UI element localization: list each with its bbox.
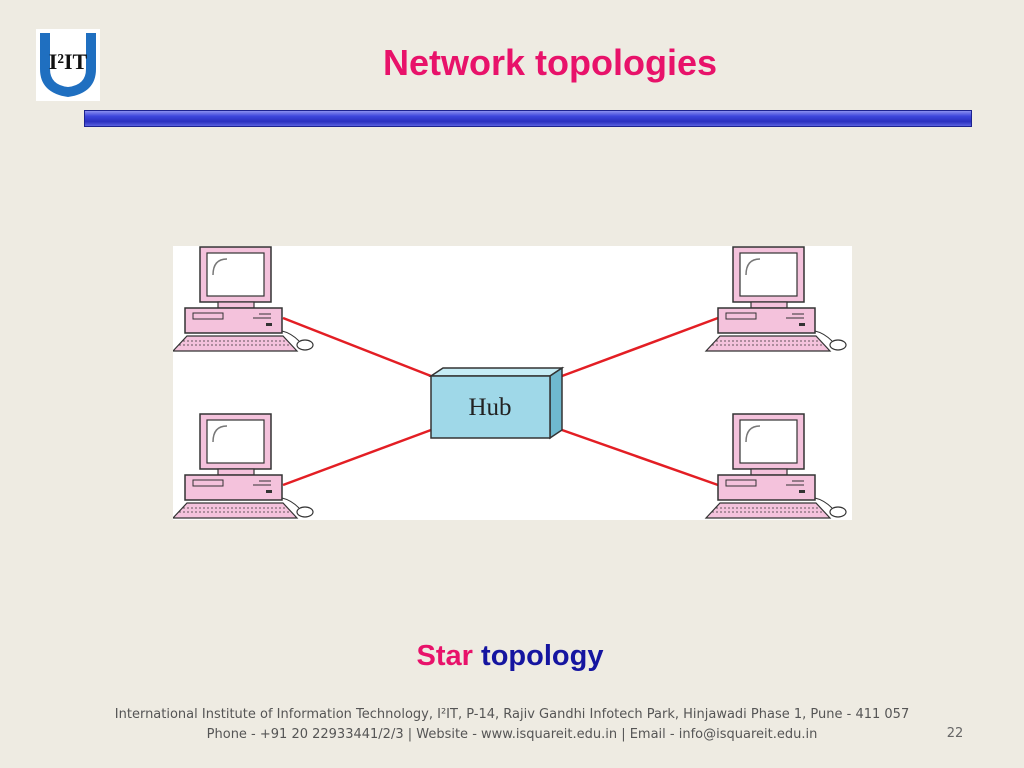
link-top-left <box>282 316 432 378</box>
hub-label: Hub <box>468 394 511 421</box>
link-bottom-right <box>561 428 719 487</box>
diagram-caption: Star topology <box>300 640 720 673</box>
computer-top-right <box>705 246 847 352</box>
link-bottom-left <box>282 428 432 487</box>
hub-device: Hub <box>428 366 565 440</box>
caption-topology: topology <box>481 640 604 672</box>
title-divider-bar <box>84 110 972 127</box>
footer-address: International Institute of Information T… <box>114 707 910 722</box>
slide-number: 22 <box>946 726 964 741</box>
institute-logo: I²IT <box>36 29 100 101</box>
logo-text: I²IT <box>49 49 88 74</box>
caption-star: Star <box>416 640 473 672</box>
computer-bottom-left <box>173 413 314 519</box>
link-top-right <box>561 316 719 378</box>
star-topology-diagram: Hub <box>173 246 852 520</box>
computer-bottom-right <box>705 413 847 519</box>
slide-title: Network topologies <box>382 42 718 83</box>
footer-contact: Phone - +91 20 22933441/2/3 | Website - … <box>206 727 818 742</box>
computer-top-left <box>173 246 314 352</box>
